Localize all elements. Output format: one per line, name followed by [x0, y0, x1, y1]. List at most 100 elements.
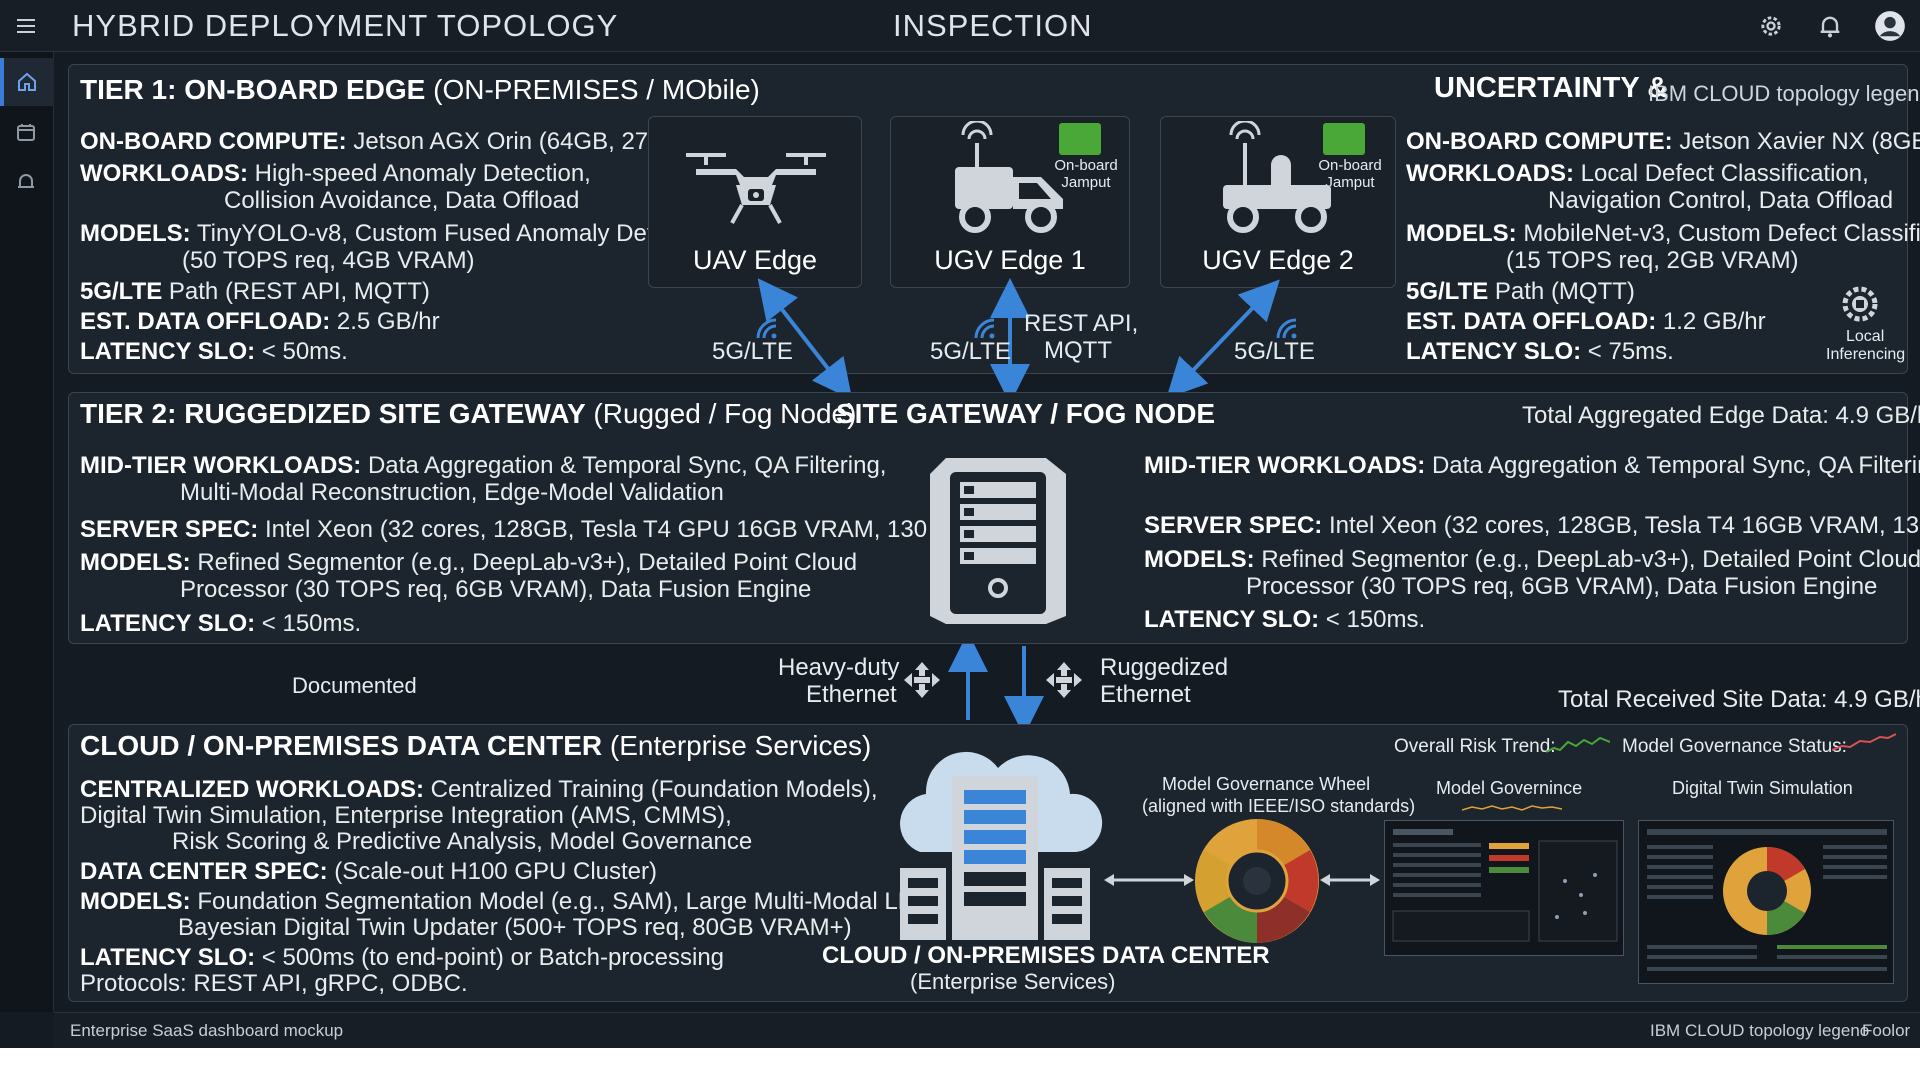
- tier1-legend-subtitle: IBM CLOUD topology legend: [1648, 81, 1920, 106]
- footer-legend-text: IBM CLOUD topology legeno: [1650, 1021, 1870, 1040]
- cloud-workloads-cont1: Digital Twin Simulation, Enterprise Inte…: [80, 802, 732, 829]
- cloud-workloads-cont2: Risk Scoring & Predictive Analysis, Mode…: [172, 828, 753, 855]
- uav-edge-card[interactable]: UAV Edge: [648, 116, 862, 288]
- cloud-datacenter-icon: [900, 751, 1103, 940]
- cloud-workloads: CENTRALIZED WORKLOADS: Centralized Train…: [80, 776, 878, 803]
- risk-trend-label: Overall Risk Trend:: [1394, 736, 1556, 757]
- link-left-label: 5G/LTE: [712, 338, 793, 365]
- wheel-subtitle: (aligned with IEEE/ISO standards): [1142, 796, 1416, 816]
- ruggedized-line2: Ethernet: [1100, 681, 1191, 708]
- t1-left-workloads: WORKLOADS: High-speed Anomaly Detection,: [80, 160, 591, 187]
- t1-right-offload: EST. DATA OFFLOAD: 1.2 GB/hr: [1406, 308, 1766, 335]
- home-icon: [18, 72, 36, 91]
- rover-icon: [1223, 121, 1331, 233]
- t1-left-models: MODELS: TinyYOLO-v8, Custom Fused Anomal…: [80, 220, 707, 247]
- t2-right-latency: LATENCY SLO: < 150ms.: [1144, 606, 1426, 633]
- uav-edge-label: UAV Edge: [692, 245, 818, 275]
- server-icon: [930, 458, 1066, 624]
- network-port-icon: [1046, 662, 1082, 698]
- app-title: HYBRID DEPLOYMENT TOPOLOGY: [72, 8, 619, 43]
- governance-dashboard-thumbnail[interactable]: [1384, 820, 1624, 956]
- ugv2-jumpout-line2: Jamput: [1325, 174, 1375, 191]
- sidebar-item-calendar[interactable]: [0, 108, 54, 156]
- ugv-edge-1-label: UGV Edge 1: [934, 245, 1086, 275]
- t1-left-offload: EST. DATA OFFLOAD: 2.5 GB/hr: [80, 308, 440, 335]
- network-port-icon: [904, 662, 940, 698]
- nvidia-badge-icon: [1323, 123, 1365, 155]
- cloud-models-cont: Bayesian Digital Twin Updater (500+ TOPS…: [178, 914, 852, 941]
- digital-twin-title: Digital Twin Simulation: [1672, 778, 1853, 798]
- tier1-legend-title: UNCERTAINTY &: [1434, 72, 1669, 104]
- sidebar-item-home[interactable]: [0, 58, 54, 106]
- wheel-title: Model Governance Wheel: [1162, 774, 1371, 794]
- documented-label: Documented: [292, 673, 417, 698]
- sidebar: [0, 52, 54, 1012]
- datacenter-label: CLOUD / ON-PREMISES DATA CENTER: [822, 942, 1270, 969]
- t1-right-models-cont: (15 TOPS req, 2GB VRAM): [1506, 247, 1799, 274]
- tier1-title: TIER 1: ON-BOARD EDGE (ON-PREMISES / MOb…: [80, 74, 760, 105]
- t2-left-models-cont: Processor (30 TOPS req, 6GB VRAM), Data …: [180, 576, 812, 603]
- nvidia-badge-icon: [1059, 123, 1101, 155]
- tier2-title: TIER 2: RUGGEDIZED SITE GATEWAY (Rugged …: [80, 398, 857, 429]
- cloud-latency: LATENCY SLO: < 500ms (to end-point) or B…: [80, 944, 725, 971]
- bell-icon[interactable]: [1816, 12, 1844, 40]
- wifi-icon: [974, 318, 995, 339]
- t2-left-spec: SERVER SPEC: Intel Xeon (32 cores, 128GB…: [80, 516, 1007, 543]
- ruggedized-line1: Ruggedized: [1100, 654, 1229, 681]
- model-governance-status-label: Model Governance Status:: [1622, 736, 1847, 757]
- t2-left-latency: LATENCY SLO: < 150ms.: [80, 610, 362, 637]
- digital-twin-thumbnail[interactable]: [1638, 820, 1894, 984]
- rover-icon: [955, 121, 1063, 233]
- t2-left-workloads-cont: Multi-Modal Reconstruction, Edge-Model V…: [180, 479, 724, 506]
- ugv1-jumpout-line1: On-board: [1054, 157, 1118, 174]
- top-bar: HYBRID DEPLOYMENT TOPOLOGY INSPECTION: [0, 0, 1920, 52]
- governance-dashboard-title: Model Governince: [1436, 778, 1583, 798]
- ugv-edge-2-label: UGV Edge 2: [1202, 245, 1354, 275]
- app-window: HYBRID DEPLOYMENT TOPOLOGY INSPECTION: [0, 0, 1920, 1048]
- t1-right-workloads: WORKLOADS: Local Defect Classification,: [1406, 160, 1869, 187]
- cloud-spec: DATA CENTER SPEC: (Scale-out H100 GPU Cl…: [80, 858, 658, 885]
- cog-chip-icon: [1842, 286, 1878, 322]
- gear-icon[interactable]: [1757, 12, 1785, 40]
- t1-right-workloads-cont: Navigation Control, Data Offload: [1548, 187, 1894, 214]
- t2-right-workloads: MID-TIER WORKLOADS: Data Aggregation & T…: [1144, 452, 1920, 479]
- cloud-title: CLOUD / ON-PREMISES DATA CENTER (Enterpr…: [80, 730, 872, 761]
- wifi-icon: [1276, 318, 1297, 339]
- t1-right-models: MODELS: MobileNet-v3, Custom Defect Clas…: [1406, 220, 1920, 247]
- ugv1-jumpout-line2: Jamput: [1061, 174, 1111, 191]
- t2-right-models-cont: Processor (30 TOPS req, 6GB VRAM), Data …: [1246, 573, 1878, 600]
- t2-right-spec: SERVER SPEC: Intel Xeon (32 cores, 128GB…: [1144, 512, 1920, 539]
- t1-left-latency: LATENCY SLO: < 50ms.: [80, 338, 348, 365]
- t1-right-latency: LATENCY SLO: < 75ms.: [1406, 338, 1674, 365]
- cloud-protocols: Protocols: REST API, gRPC, ODBC.: [80, 970, 468, 997]
- datacenter-to-wheel-arrow: [1104, 874, 1194, 886]
- ugv-edge-2-card[interactable]: On-board Jamput UGV Edge 2: [1160, 116, 1396, 288]
- avatar-icon[interactable]: [1874, 10, 1906, 42]
- t1-left-compute: ON-BOARD COMPUTE: Jetson AGX Orin (64GB,…: [80, 128, 741, 155]
- governance-status-sparkline: [1832, 733, 1896, 751]
- tier2-total: Total Aggregated Edge Data: 4.9 GB/hr: [1522, 402, 1920, 429]
- governance-thumbnail-art: [1392, 829, 1618, 942]
- link-mid-label: 5G/LTE: [930, 338, 1011, 365]
- ugv2-jumpout-line1: On-board: [1318, 157, 1382, 174]
- governance-wheel-icon[interactable]: [1192, 816, 1322, 946]
- link-mid-protocol2: MQTT: [1044, 337, 1112, 364]
- drone-icon: [686, 153, 826, 224]
- sidebar-item-notifications[interactable]: [0, 158, 54, 206]
- tier2-center-title: SITE GATEWAY / FOG NODE: [836, 398, 1216, 429]
- t2-left-models: MODELS: Refined Segmentor (e.g., DeepLab…: [80, 549, 858, 576]
- heavy-duty-line1: Heavy-duty: [778, 654, 900, 681]
- local-inferencing-line1: Local: [1846, 328, 1885, 345]
- t1-left-path: 5G/LTE Path (REST API, MQTT): [80, 278, 430, 305]
- t2-left-workloads: MID-TIER WORKLOADS: Data Aggregation & T…: [80, 452, 887, 479]
- page-title: INSPECTION: [893, 8, 1093, 43]
- menu-icon[interactable]: [14, 14, 38, 38]
- total-received-label: Total Received Site Data: 4.9 GB/hr: [1558, 686, 1920, 713]
- ugv-edge-1-card[interactable]: On-board Jamput UGV Edge 1: [890, 116, 1130, 288]
- link-mid-protocol1: REST API,: [1024, 310, 1139, 337]
- footer-right-text: Foolor: [1862, 1021, 1911, 1040]
- local-inferencing-line2: Inferencing: [1826, 346, 1906, 363]
- t2-right-models: MODELS: Refined Segmentor (e.g., DeepLab…: [1144, 546, 1920, 573]
- notification-icon: [18, 174, 34, 188]
- t1-right-path: 5G/LTE Path (MQTT): [1406, 278, 1635, 305]
